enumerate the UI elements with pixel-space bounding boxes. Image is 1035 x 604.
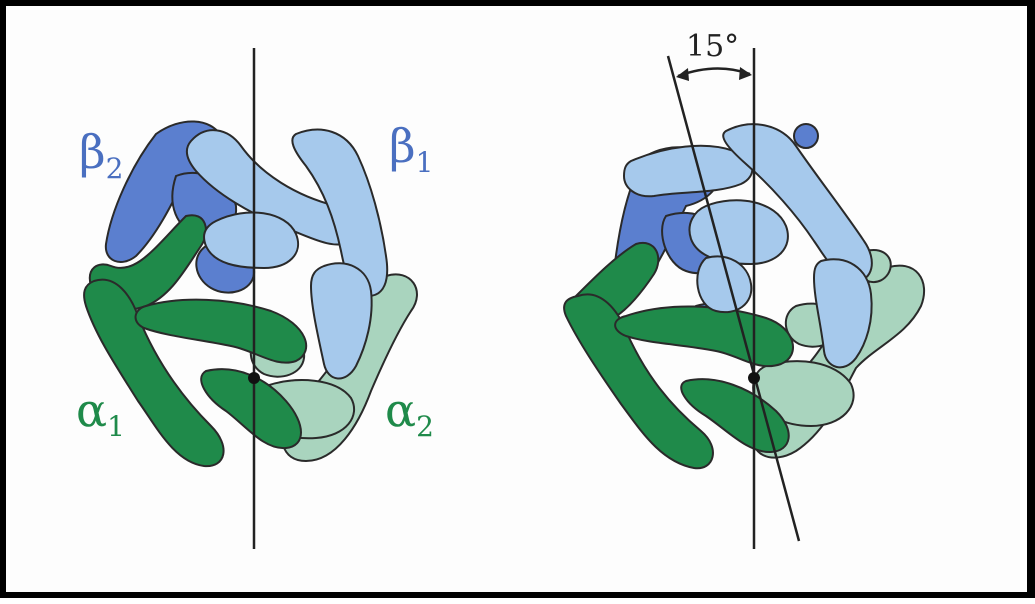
left-molecule xyxy=(84,48,417,549)
label-beta1: β1 xyxy=(389,119,433,179)
label-beta2: β2 xyxy=(79,125,123,185)
axis-point-left xyxy=(248,372,260,384)
angle-arc xyxy=(678,68,750,76)
right-molecule xyxy=(564,48,924,549)
angle-label: 15° xyxy=(686,29,739,64)
subunit-alpha1-right xyxy=(564,243,793,468)
angle-arrow-left xyxy=(676,68,689,81)
axis-point-right xyxy=(748,372,760,384)
label-alpha2: α2 xyxy=(385,383,434,443)
hemoglobin-diagram: β2 β1 α1 α2 xyxy=(6,6,1035,604)
label-alpha1: α1 xyxy=(76,383,125,443)
